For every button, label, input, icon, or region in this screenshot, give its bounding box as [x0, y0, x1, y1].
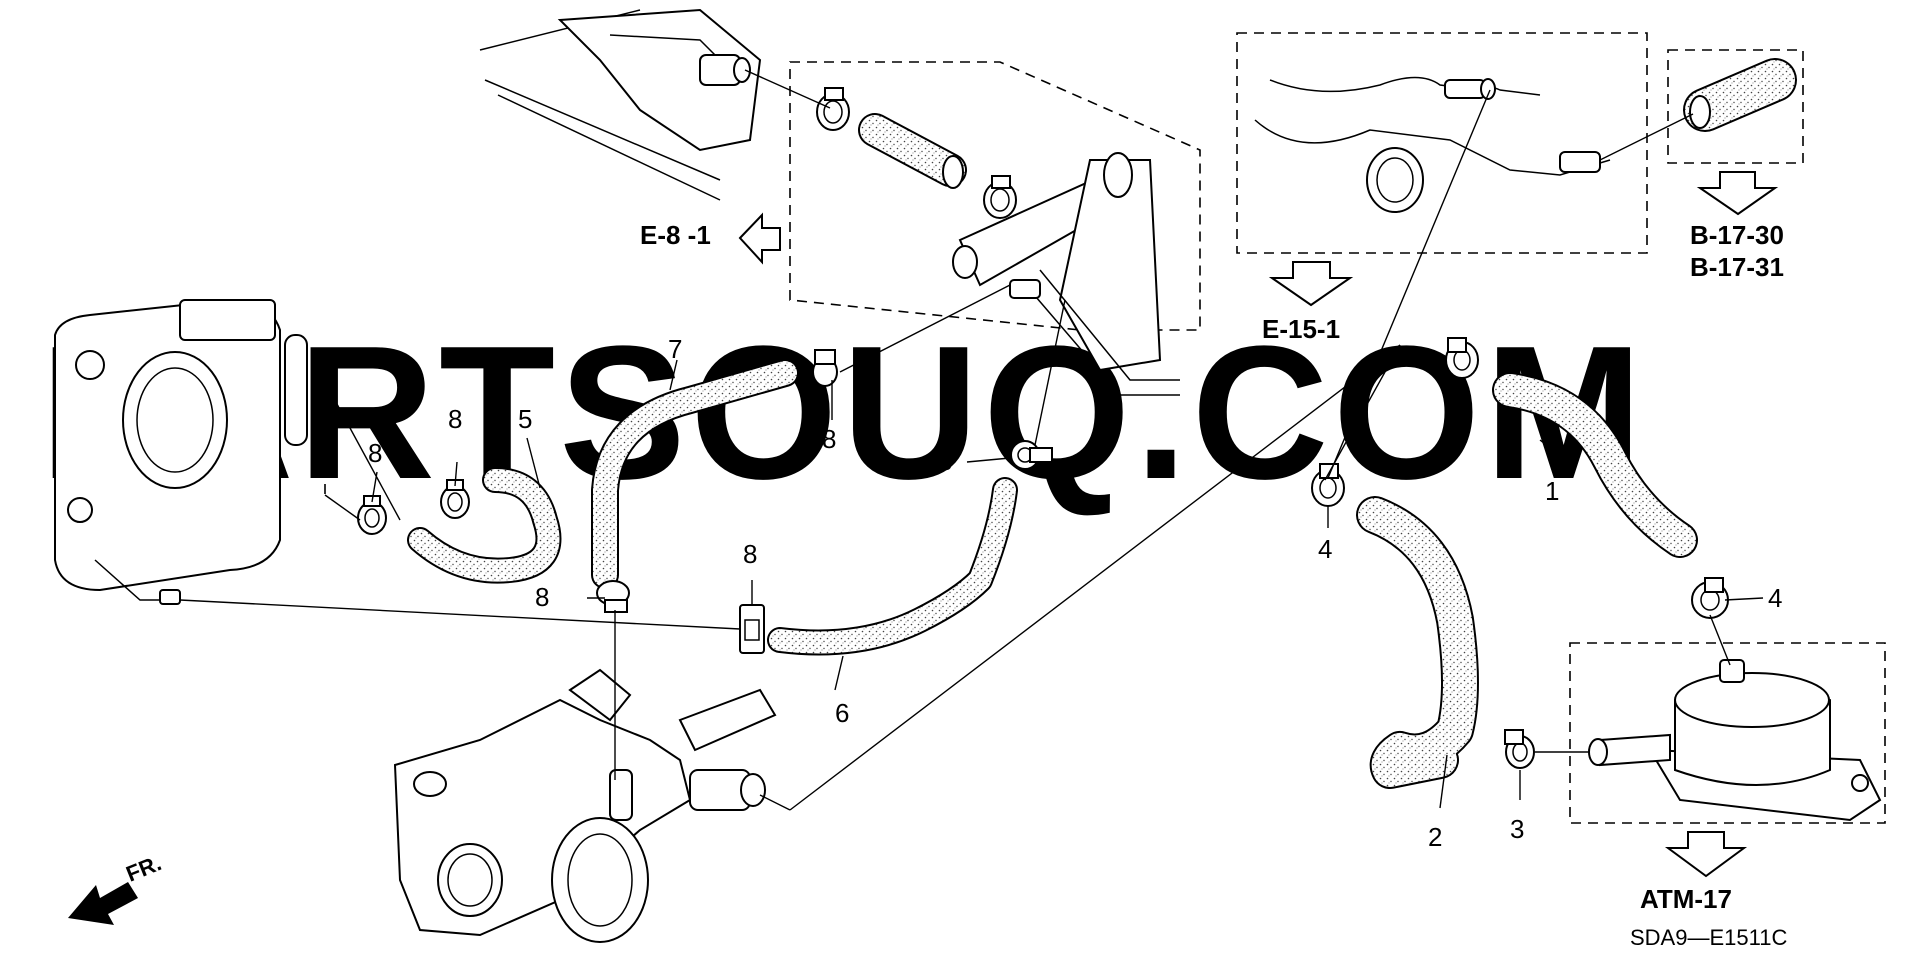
- bypass-pipe-assembly: [952, 152, 1180, 396]
- callout-8-center-top: 8: [822, 424, 836, 454]
- front-direction-label: FR.: [123, 850, 165, 886]
- ref-e15-1-arrow-icon: [1268, 261, 1354, 307]
- clamp-upper-b: [983, 175, 1017, 219]
- callout-6: 6: [835, 698, 849, 728]
- throttle-body: [54, 298, 308, 605]
- callout-3-bottom: 3: [1510, 814, 1524, 844]
- e15-group-box: [1236, 32, 1648, 254]
- hose-2: [1356, 496, 1479, 789]
- callout-1: 1: [1545, 476, 1559, 506]
- intake-manifold: [479, 8, 762, 201]
- callout-8-bottom-left: 8: [535, 582, 549, 612]
- oil-cooler-pipe: [1254, 76, 1611, 213]
- ref-e8-1-arrow-icon: [738, 212, 781, 265]
- ref-b17-31: B-17-31: [1690, 252, 1784, 282]
- clamp-8-center-top: [812, 349, 838, 387]
- hose-6: [767, 477, 1018, 656]
- callout-3-top: 3: [1454, 421, 1468, 451]
- b17-hose-stub: [1683, 58, 1797, 132]
- clamp-8-bottom-center: [739, 604, 765, 654]
- callout-4-right: 4: [1768, 583, 1782, 613]
- callout-2: 2: [1428, 822, 1442, 852]
- hose-7: [591, 359, 799, 589]
- thermostat-housing: [393, 668, 777, 943]
- catalog-code: SDA9—E1511C: [1630, 925, 1787, 950]
- hose-5: [407, 467, 562, 584]
- callout-8-bottom-center: 8: [743, 539, 757, 569]
- callout-7: 7: [668, 334, 682, 364]
- clamp-8-bottom-left: [596, 580, 630, 613]
- ref-atm-17: ATM-17: [1640, 884, 1732, 914]
- short-hose-upper: [858, 113, 967, 189]
- atm-group-box: [1569, 642, 1886, 824]
- atf-cooler: [1588, 659, 1882, 822]
- callout-4-left: 4: [1318, 534, 1332, 564]
- callout-5: 5: [518, 404, 532, 434]
- front-direction-arrow-icon: [68, 882, 138, 925]
- watermark: PARTSOUQ.COM: [40, 307, 1647, 519]
- ref-e8-1: E-8 -1: [640, 220, 711, 250]
- hose-1: [1492, 372, 1698, 558]
- connection-lines: [179, 89, 1764, 811]
- clamp-upper-a: [816, 87, 850, 131]
- b17-group-box: [1667, 49, 1804, 164]
- callout-8-right: 8: [938, 446, 952, 476]
- clamp-4-right: [1691, 577, 1729, 619]
- clamp-3-bottom: [1504, 729, 1535, 769]
- ref-e15-1: E-15-1: [1262, 314, 1340, 344]
- callout-8-left-a: 8: [368, 438, 382, 468]
- ref-b17-arrow-icon: [1696, 171, 1779, 216]
- ref-atm-17-arrow-icon: [1664, 831, 1748, 878]
- clamp-3-top: [1445, 337, 1479, 379]
- clamp-8-right: [1010, 440, 1053, 470]
- ref-b17-30: B-17-30: [1690, 220, 1784, 250]
- upper-center-group-box: [789, 61, 1201, 331]
- callout-8-left-b: 8: [448, 404, 462, 434]
